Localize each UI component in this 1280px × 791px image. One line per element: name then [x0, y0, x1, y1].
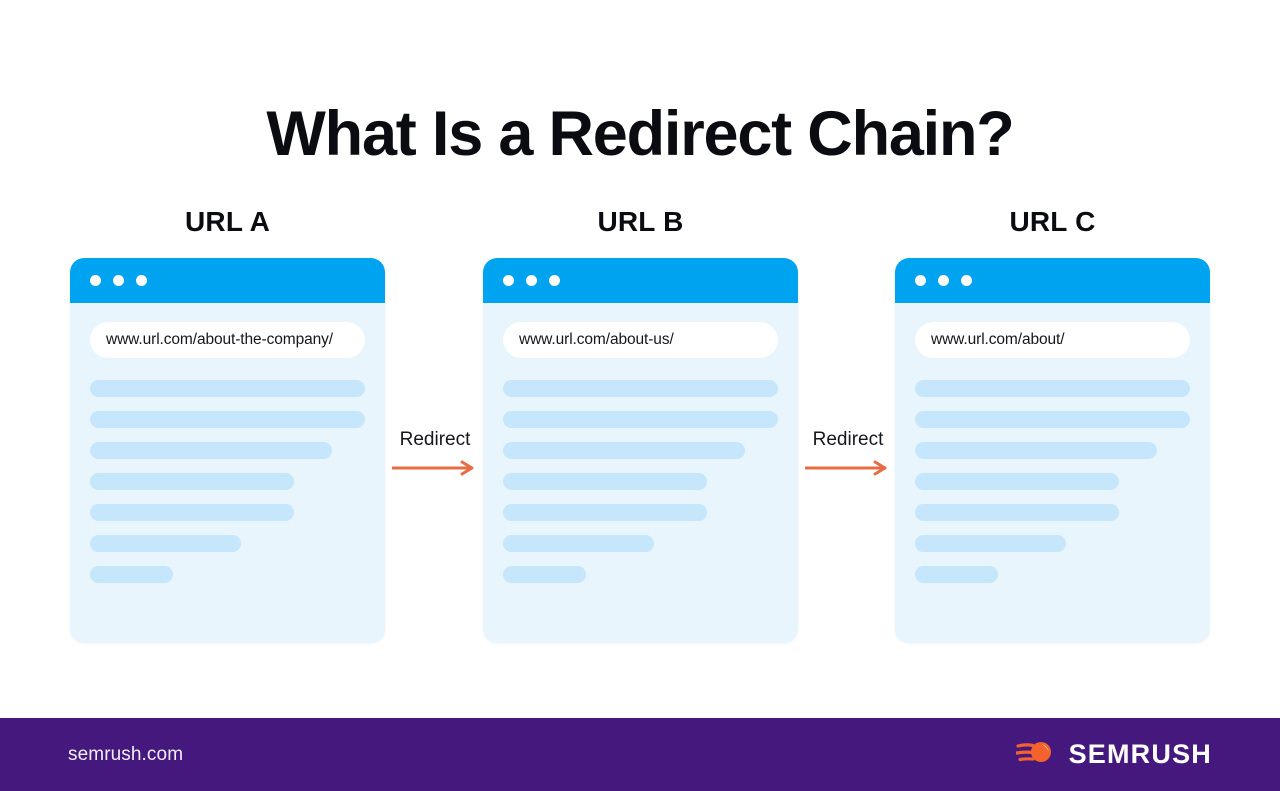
content-line — [915, 411, 1190, 428]
window-dot-icon — [915, 275, 926, 286]
window-dot-icon — [113, 275, 124, 286]
content-line — [915, 504, 1119, 521]
content-placeholder-b — [503, 380, 778, 583]
card-label-c: URL C — [1009, 206, 1096, 237]
url-card-column-a: URL A www.url.com/about-the-company/ — [70, 208, 385, 643]
content-placeholder-a — [90, 380, 365, 583]
redirect-chain-diagram: URL A www.url.com/about-the-company/ — [0, 208, 1280, 658]
address-bar-c[interactable]: www.url.com/about/ — [915, 322, 1190, 358]
content-line — [503, 504, 707, 521]
redirect-connector-1: Redirect — [375, 430, 495, 476]
content-line — [915, 380, 1190, 397]
window-dot-icon — [503, 275, 514, 286]
address-bar-b[interactable]: www.url.com/about-us/ — [503, 322, 778, 358]
content-line — [503, 473, 707, 490]
semrush-wordmark: SEMRUSH — [1068, 739, 1212, 769]
window-dot-icon — [961, 275, 972, 286]
window-dot-icon — [938, 275, 949, 286]
browser-card-b: www.url.com/about-us/ — [483, 258, 798, 643]
arrow-right-icon — [375, 460, 495, 476]
url-card-column-b: URL B www.url.com/about-us/ — [483, 208, 798, 643]
content-line — [915, 473, 1119, 490]
content-line — [90, 473, 294, 490]
content-line — [90, 535, 242, 552]
address-bar-text-a: www.url.com/about-the-company/ — [106, 331, 334, 348]
semrush-logo: SEMRUSH — [1014, 737, 1212, 772]
window-dot-icon — [136, 275, 147, 286]
content-line — [503, 535, 655, 552]
address-bar-text-b: www.url.com/about-us/ — [519, 331, 674, 348]
footer-website-label: semrush.com — [68, 743, 184, 765]
page-title: What Is a Redirect Chain? — [266, 99, 1014, 170]
content-line — [915, 442, 1157, 459]
content-line — [915, 566, 998, 583]
content-line — [90, 411, 365, 428]
content-line — [90, 566, 173, 583]
address-bar-text-c: www.url.com/about/ — [931, 331, 1065, 348]
card-label-b: URL B — [597, 206, 684, 237]
card-label-a: URL A — [185, 206, 270, 237]
window-dot-icon — [90, 275, 101, 286]
content-line — [503, 411, 778, 428]
content-line — [503, 380, 778, 397]
redirect-label-1: Redirect — [399, 429, 471, 450]
address-bar-a[interactable]: www.url.com/about-the-company/ — [90, 322, 365, 358]
browser-titlebar-a — [70, 258, 385, 303]
window-dot-icon — [549, 275, 560, 286]
browser-titlebar-b — [483, 258, 798, 303]
content-line — [90, 504, 294, 521]
content-line — [90, 380, 365, 397]
content-line — [503, 442, 745, 459]
content-line — [915, 535, 1067, 552]
browser-titlebar-c — [895, 258, 1210, 303]
semrush-comet-icon — [1014, 737, 1056, 772]
content-placeholder-c — [915, 380, 1190, 583]
window-dot-icon — [526, 275, 537, 286]
redirect-label-2: Redirect — [812, 429, 884, 450]
content-line — [90, 442, 332, 459]
redirect-connector-2: Redirect — [788, 430, 908, 476]
browser-card-c: www.url.com/about/ — [895, 258, 1210, 643]
arrow-right-icon — [788, 460, 908, 476]
footer-bar: semrush.com SEMRUSH — [0, 718, 1280, 791]
content-line — [503, 566, 586, 583]
url-card-column-c: URL C www.url.com/about/ — [895, 208, 1210, 643]
browser-card-a: www.url.com/about-the-company/ — [70, 258, 385, 643]
